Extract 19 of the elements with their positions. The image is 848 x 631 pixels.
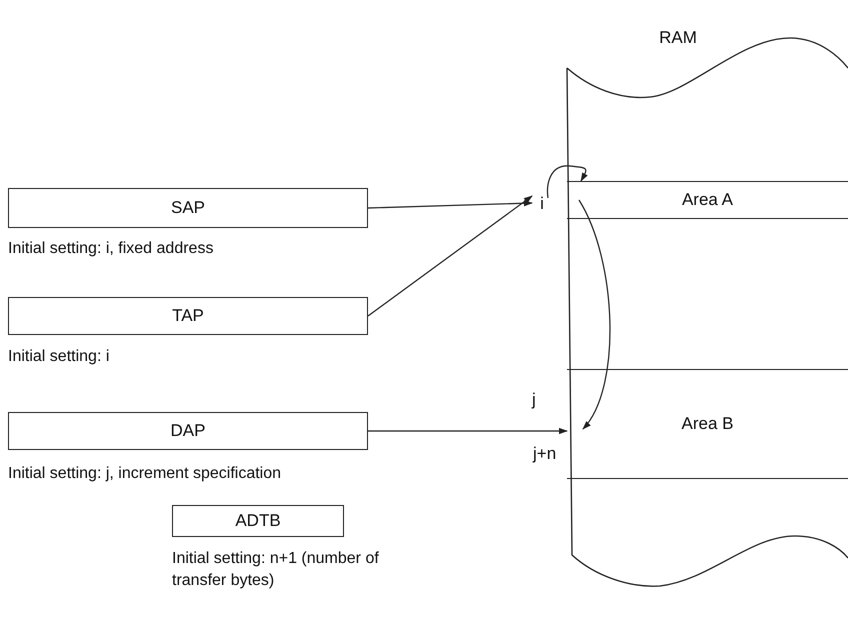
setting-note: Initial setting: i, fixed address [8, 239, 214, 259]
register-box: ADTB [172, 505, 344, 537]
memory-area: Area A [567, 181, 848, 219]
register-box: DAP [8, 412, 368, 450]
address-label: j+n [533, 444, 556, 464]
memory-area: Area B [567, 369, 848, 479]
setting-note: Initial setting: i [8, 347, 110, 367]
arrow [578, 200, 610, 430]
address-label: i [536, 194, 548, 216]
register-box: SAP [8, 188, 368, 228]
arrow [368, 195, 533, 316]
address-label: j [532, 390, 536, 410]
setting-note: Initial setting: j, increment specification [8, 464, 282, 484]
register-box: TAP [8, 297, 368, 335]
memory-title: RAM [658, 28, 698, 48]
arrow [368, 200, 533, 209]
arrow [368, 428, 568, 434]
arrow [546, 165, 588, 198]
setting-note: Initial setting: n+1 (number of transfer bytes) [172, 549, 380, 591]
